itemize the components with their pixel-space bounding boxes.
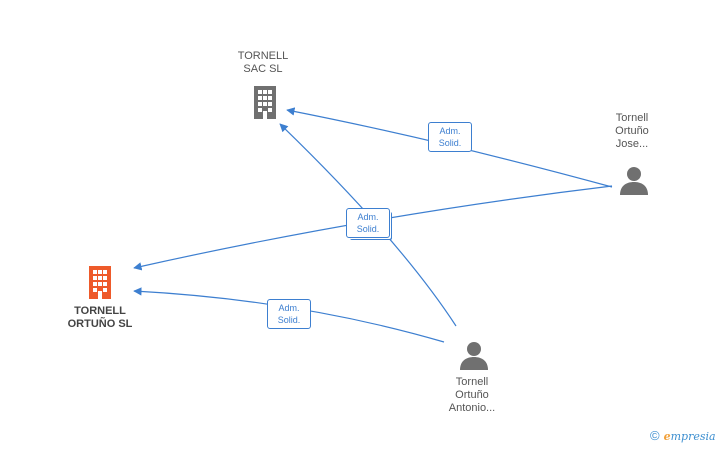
copyright-symbol: © [650, 428, 660, 443]
node-label-tornell-ortuno-sl[interactable]: TORNELL ORTUÑO SL [67, 305, 133, 330]
edge-label-jose-tornell-sac[interactable]: Adm. Solid. [428, 122, 472, 152]
empresia-logo: empresia [663, 430, 716, 443]
edge-label-jose-tornell-ortuno-sl[interactable]: Adm. Solid. [346, 208, 390, 238]
building-icon[interactable] [250, 84, 280, 120]
node-label-jose[interactable]: Tornell Ortuño Jose... [615, 112, 649, 150]
edge-label-antonio-tornell-ortuno-sl[interactable]: Adm. Solid. [267, 299, 311, 329]
person-icon[interactable] [618, 165, 650, 195]
node-label-antonio[interactable]: Tornell Ortuño Antonio... [448, 376, 496, 414]
building-icon[interactable] [85, 264, 115, 300]
node-label-tornell-sac[interactable]: TORNELL SAC SL [237, 50, 289, 75]
person-icon[interactable] [458, 340, 490, 370]
empresia-watermark: ©empresia [650, 428, 716, 443]
